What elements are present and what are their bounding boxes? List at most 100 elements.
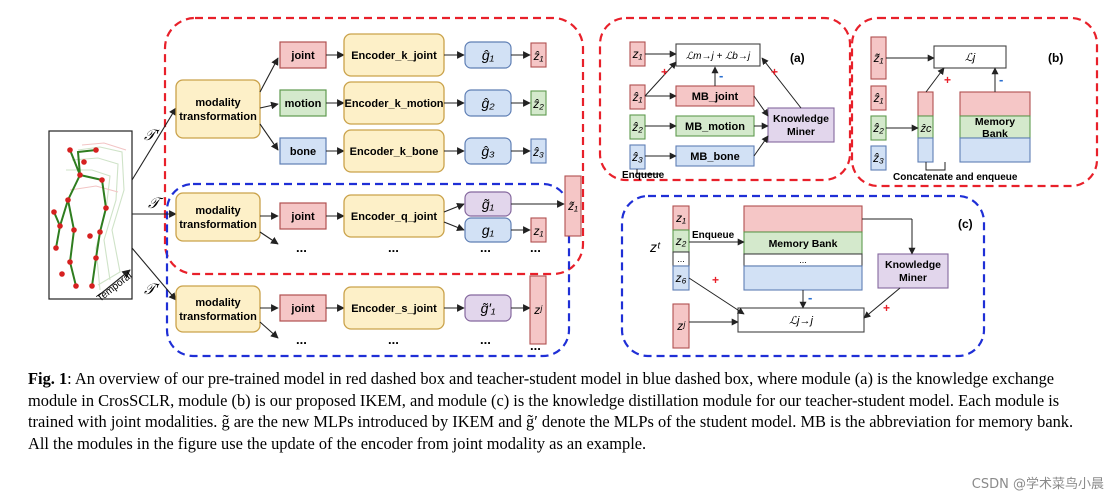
svg-text:Encoder_k_bone: Encoder_k_bone <box>350 146 439 158</box>
svg-text:Knowledge: Knowledge <box>773 113 829 125</box>
module-c: (c) zᵗ z₁ z₂ ... z₆ zʲ Enqueue Memory Ba… <box>649 205 973 349</box>
svg-text:ℒj→j: ℒj→j <box>789 315 813 327</box>
z-hat-1-feature: ẑ₁ <box>530 42 547 68</box>
ellipsis-q-joint: ... <box>296 240 307 255</box>
svg-text:joint: joint <box>290 303 315 315</box>
svg-text:bone: bone <box>290 146 316 158</box>
module-a-enqueue: Enqueue <box>622 170 665 181</box>
svg-text:g̃₁: g̃₁ <box>482 196 495 212</box>
svg-text:z̃₁: z̃₁ <box>567 199 578 213</box>
module-c-minus: - <box>808 290 812 305</box>
z-1-feature: z₁ <box>530 217 547 243</box>
svg-text:ẑ₃: ẑ₃ <box>532 145 544 159</box>
svg-text:zʲ: zʲ <box>676 319 686 333</box>
ellipsis-q-encoder: ... <box>388 240 399 255</box>
skeleton-sequence-image: Temporal <box>48 130 134 304</box>
module-c-feature-stack: z₁ z₂ ... z₆ <box>672 205 690 291</box>
ellipsis-s-encoder: ... <box>388 332 399 347</box>
module-c-memory-bank: Memory Bank ... <box>743 205 863 291</box>
module-b: (b) z̃₁ ẑ₁ ẑ₂ ẑ₃ ℒj ẑc <box>870 36 1063 183</box>
g-1-head: g₁ <box>464 217 512 243</box>
encoder-q-joint: Encoder_q_joint <box>343 194 445 238</box>
module-c-knowledge-miner: Knowledge Miner <box>877 253 949 289</box>
svg-text:modality: modality <box>195 205 241 217</box>
module-b-zhat1: ẑ₁ <box>870 85 887 111</box>
svg-text:ẑ₂: ẑ₂ <box>631 120 643 134</box>
svg-text:z₁: z₁ <box>533 224 544 238</box>
t-prime-bottom-label: 𝒯′ <box>144 281 160 298</box>
encoder-k-bone: Encoder_k_bone <box>343 129 445 173</box>
module-b-zhat2: ẑ₂ <box>870 115 887 141</box>
caption-text: : An overview of our pre-trained model i… <box>28 369 1074 453</box>
module-c-zj: zʲ <box>672 303 690 349</box>
svg-text:transformation: transformation <box>179 219 257 231</box>
svg-text:Encoder_s_joint: Encoder_s_joint <box>351 303 437 315</box>
svg-text:ẑ₃: ẑ₃ <box>631 150 643 164</box>
encoder-k-motion: Encoder_k_motion <box>343 81 445 125</box>
joint-box-s: joint <box>279 294 327 322</box>
module-c-blue-dashed-box <box>620 194 986 358</box>
figure-caption: Fig. 1: An overview of our pre-trained m… <box>28 368 1096 454</box>
svg-text:g̃′₁: g̃′₁ <box>481 300 496 316</box>
svg-text:MB_bone: MB_bone <box>690 151 740 163</box>
module-c-zt-label: zᵗ <box>649 239 661 255</box>
mb-bone-box: MB_bone <box>675 145 755 167</box>
svg-text:Knowledge: Knowledge <box>885 259 941 271</box>
svg-text:z₁: z₁ <box>632 47 643 61</box>
svg-text:zʲ: zʲ <box>533 303 543 317</box>
z-hat-3-feature: ẑ₃ <box>530 138 547 164</box>
module-b-zhat3: ẑ₃ <box>870 145 887 171</box>
module-c-loss-box: ℒj→j <box>737 307 865 333</box>
svg-text:ℒj: ℒj <box>965 52 976 64</box>
svg-text:ẑ₁: ẑ₁ <box>632 90 643 104</box>
z-hat-2-feature: ẑ₂ <box>530 90 547 116</box>
module-a-red-dashed-box <box>598 16 852 182</box>
svg-text:MB_motion: MB_motion <box>685 121 745 133</box>
module-b-caption: Concatenate and enqueue <box>893 172 1018 183</box>
module-a-loss-box: ℒm→j + ℒb→j <box>675 43 761 67</box>
svg-text:Encoder_k_joint: Encoder_k_joint <box>351 50 437 62</box>
svg-text:ĝ₁: ĝ₁ <box>482 47 495 63</box>
module-a-minus: - <box>719 68 723 83</box>
svg-text:ĝ₂: ĝ₂ <box>481 95 495 111</box>
module-b-ztilde1: z̃₁ <box>870 36 887 80</box>
ellipsis-s-head: ... <box>480 332 491 347</box>
svg-text:ℒm→j + ℒb→j: ℒm→j + ℒb→j <box>686 51 751 62</box>
svg-text:z̃₁: z̃₁ <box>873 51 884 65</box>
module-a-tag: (a) <box>790 51 805 65</box>
encoder-k-joint: Encoder_k_joint <box>343 33 445 77</box>
svg-text:Memory: Memory <box>975 116 1015 128</box>
svg-text:ĝ₃: ĝ₃ <box>481 143 495 159</box>
module-a-z1: z₁ <box>629 41 646 67</box>
svg-text:Memory Bank: Memory Bank <box>769 238 838 250</box>
t-middle-label: 𝒯 <box>148 195 164 212</box>
modality-transformation-box-bottom: modality transformation <box>175 285 261 333</box>
encoder-s-joint: Encoder_s_joint <box>343 286 445 330</box>
svg-text:g₁: g₁ <box>482 222 495 238</box>
g-hat-1-head: ĝ₁ <box>464 41 512 69</box>
svg-text:z₆: z₆ <box>675 271 687 285</box>
module-c-plus-right: + <box>883 301 890 315</box>
joint-box-q: joint <box>279 202 327 230</box>
z-tilde-1-feature: z̃₁ <box>564 175 582 237</box>
teacher-student-blue-dashed-box <box>165 182 571 358</box>
ellipsis-q-head: ... <box>480 240 491 255</box>
svg-text:Miner: Miner <box>787 126 815 138</box>
t-prime-top-label: 𝒯′ <box>144 127 160 144</box>
svg-text:transformation: transformation <box>179 311 257 323</box>
module-b-tag: (b) <box>1048 51 1063 65</box>
svg-text:ẑc: ẑc <box>920 123 933 135</box>
module-a: (a) z₁ ℒm→j + ℒb→j ẑ₁ ẑ₂ ẑ₃ MB_joint MB_… <box>622 41 835 181</box>
ellipsis-s-feature: ... <box>530 338 541 353</box>
module-b-red-dashed-box <box>850 16 1099 188</box>
svg-text:modality: modality <box>195 97 241 109</box>
module-a-plus-right: + <box>771 65 778 79</box>
svg-text:ẑ₃: ẑ₃ <box>872 151 884 165</box>
svg-text:ẑ₂: ẑ₂ <box>532 97 544 111</box>
module-b-minus: - <box>999 72 1003 87</box>
module-a-knowledge-miner: Knowledge Miner <box>767 107 835 143</box>
svg-text:ẑ₁: ẑ₁ <box>533 49 544 63</box>
module-b-memory-bank: Memory Bank <box>959 91 1031 163</box>
svg-text:modality: modality <box>195 297 241 309</box>
motion-box-k: motion <box>279 89 327 117</box>
